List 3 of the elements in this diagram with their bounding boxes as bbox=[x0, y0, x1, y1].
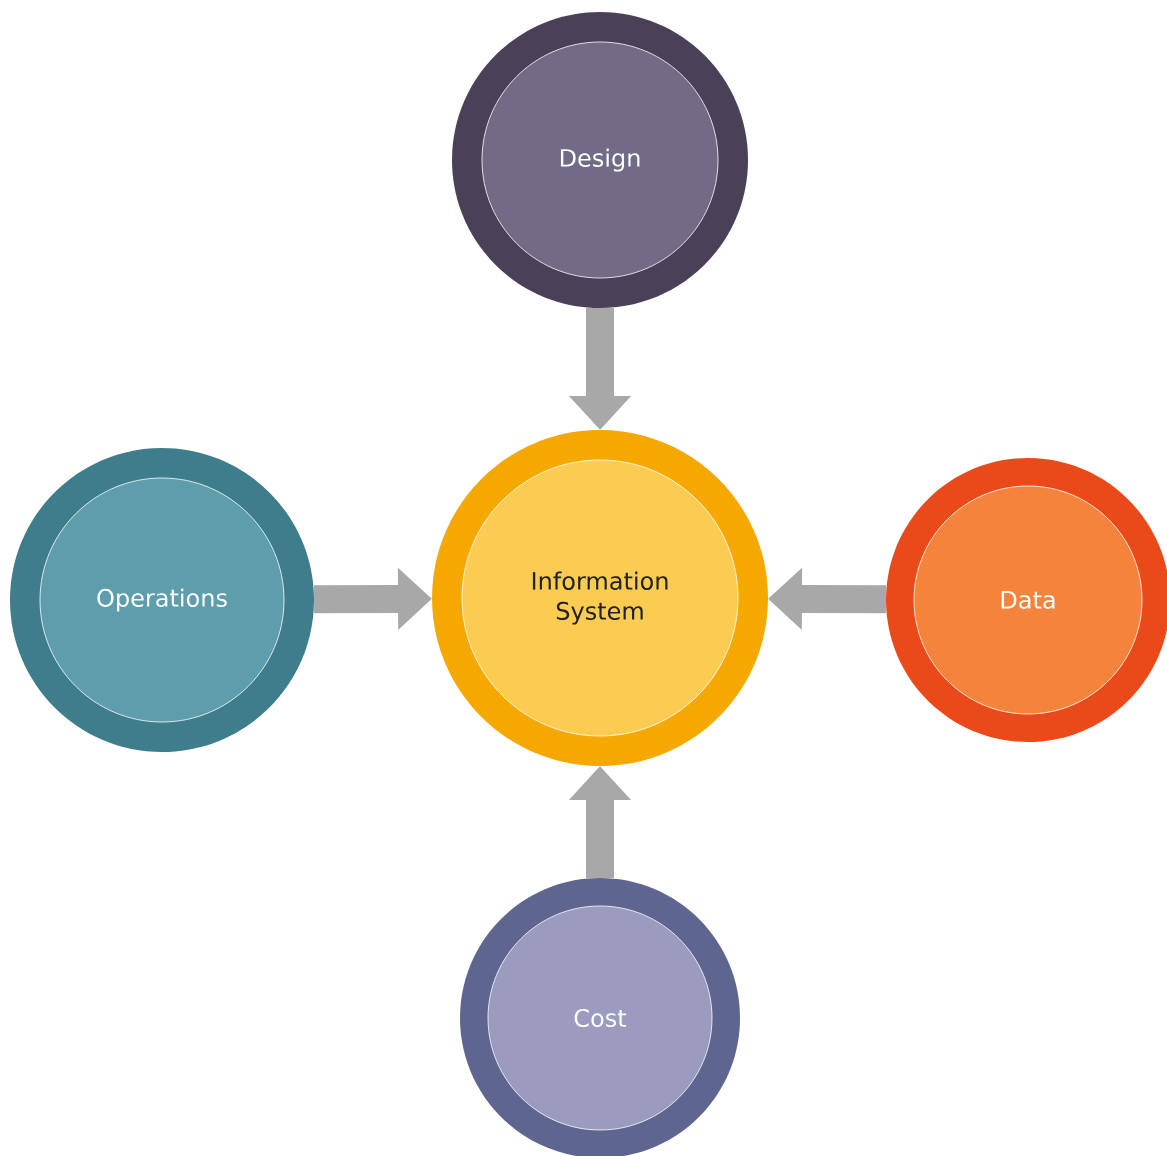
circle-node: Design bbox=[452, 12, 748, 308]
circle-node: Information System bbox=[432, 430, 768, 766]
circle-node: Operations bbox=[10, 448, 314, 752]
